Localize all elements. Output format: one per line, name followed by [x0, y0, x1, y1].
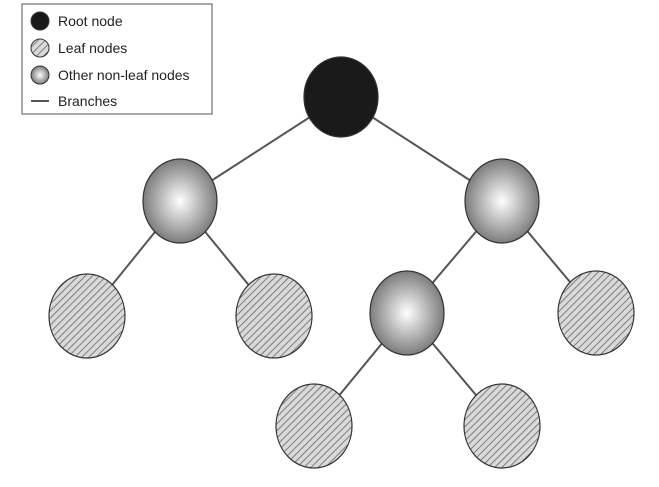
internal-left-node — [142, 158, 218, 244]
legend-root-swatch — [30, 11, 50, 31]
leaf-4-node — [275, 383, 353, 469]
nodes — [48, 56, 635, 469]
branches — [86, 96, 597, 427]
leaf-3-node — [557, 270, 635, 356]
legend-item-internal-label: Other non-leaf nodes — [58, 67, 190, 83]
legend-leaf-swatch — [30, 38, 50, 58]
legend: Root node Leaf nodes Other non-leaf node… — [21, 3, 213, 115]
legend-item-branch-label: Branches — [58, 93, 117, 109]
leaf-1-node — [48, 273, 126, 359]
legend-internal-swatch — [30, 65, 50, 85]
root-node — [303, 56, 379, 138]
internal-middle-node — [369, 270, 445, 356]
legend-item-leaf-label: Leaf nodes — [58, 40, 127, 56]
legend-item-root-label: Root node — [58, 13, 123, 29]
internal-right-node — [464, 158, 540, 244]
leaf-2-node — [235, 273, 313, 359]
legend-box — [21, 3, 213, 115]
leaf-5-node — [463, 383, 541, 469]
